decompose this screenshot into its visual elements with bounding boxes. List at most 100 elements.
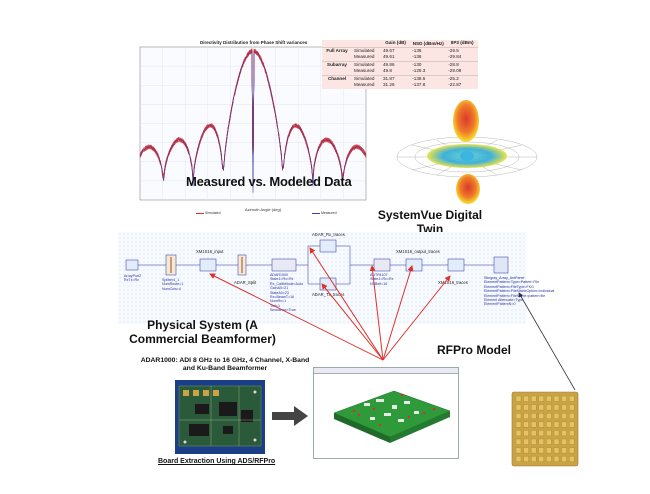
rfpro-window[interactable]: [313, 367, 459, 459]
antenna-patch: [523, 438, 529, 445]
block-line: NumCols=4: [162, 286, 181, 291]
antenna-patch: [569, 395, 575, 402]
table-cell-nsd: -130: [410, 60, 447, 68]
table-cell-group: [322, 68, 352, 75]
antenna-patch: [538, 455, 544, 462]
block-splitter[interactable]: Splitter4_1 NumRoute=1 NumCols=4: [162, 278, 183, 291]
table-cell-type: Measured: [354, 68, 375, 73]
antenna-patch: [546, 430, 552, 437]
antenna-patch: [515, 395, 522, 402]
antenna-patch: [546, 404, 552, 411]
antenna-patch: [553, 395, 560, 402]
antenna-patch: [538, 430, 544, 437]
antenna-patch: [538, 413, 544, 419]
antenna-patch: [561, 447, 567, 454]
antenna-patch: [553, 413, 560, 419]
table-row: Channel Simulated 31.87 -138.5 -25.2: [322, 74, 478, 82]
table-cell-type: Simulated: [352, 60, 381, 68]
antenna-patch: [561, 404, 567, 411]
table-row: Measured 31.26 -137.8 -22.87: [322, 82, 478, 89]
block-line: Element Attenuate=Type: [484, 298, 524, 303]
block-array-port[interactable]: ArrayPort2 RxTx=Rx: [124, 274, 141, 283]
table-cell-iip3: -29.84: [448, 54, 462, 59]
block-adar1000[interactable]: ADAR1000 State1=Rx=Rx Rx_CalibMode=Auto …: [270, 273, 303, 313]
pattern-main-lobe: [453, 100, 479, 142]
antenna-patch: [538, 421, 544, 428]
block-line: ElementPattern=Type=Pattern File: [484, 280, 540, 285]
pattern-center: [460, 151, 474, 161]
block-line: Splitter4_1: [162, 278, 180, 282]
antenna-patch: [538, 438, 544, 445]
rfpro-model-label: RFPro Model: [437, 343, 511, 357]
radiation-pattern-3d: [396, 100, 538, 204]
antenna-patch: [531, 438, 537, 445]
rfpro-3d-board: [333, 390, 451, 443]
block-line: ElementPattern=FileMatrixOption=Individu…: [484, 289, 555, 294]
table-cell-nsd: -136: [410, 46, 447, 54]
antenna-patch: [569, 421, 575, 428]
antenna-patch: [569, 438, 575, 445]
antenna-patch: [523, 395, 529, 402]
antenna-patch: [523, 404, 529, 411]
antenna-patch: [561, 413, 567, 419]
measured-vs-modeled-label: Measured vs. Modeled Data: [186, 174, 352, 189]
antenna-patch: [569, 430, 575, 437]
antenna-patch: [523, 455, 529, 462]
antenna-patch: [538, 404, 544, 411]
antenna-patch: [531, 447, 537, 454]
block-stingray-array[interactable]: Stingray_Array_AntPanel ElementPattern=T…: [484, 276, 554, 307]
block-line: ElementPattern=FileName=pattern file: [484, 293, 546, 298]
antenna-patch: [515, 430, 522, 437]
antenna-patch: [553, 438, 560, 445]
table-header: NSD (dBm/Hz): [412, 40, 444, 46]
block-adtr1107[interactable]: ADTR1107 State1=Rx=Rx NSBeit=16: [370, 273, 393, 286]
table-cell-group: Channel: [322, 74, 352, 82]
right-arrow-icon: [272, 406, 308, 426]
table-cell-iip3: -29.5: [446, 46, 478, 54]
table-cell-iip3: -22.87: [448, 82, 462, 87]
antenna-patch: [531, 395, 537, 402]
antenna-patch: [553, 421, 560, 428]
antenna-patch: [546, 413, 552, 419]
table-cell-group: Full Array: [322, 46, 352, 54]
chart-xlabel: Azimuth Angle (deg): [245, 207, 282, 212]
table-row: Measured 49.61 -136 -29.84: [322, 54, 478, 61]
table-cell-type: Measured: [354, 54, 375, 59]
block-line: ElementPatternN=0: [484, 302, 516, 307]
arrow-antenna-to-stingray: [518, 292, 576, 391]
rfpro-window-titlebar[interactable]: [314, 368, 458, 374]
antenna-patch: [538, 395, 544, 402]
antenna-patch: [569, 404, 575, 411]
table-cell-nsd: -137.8: [412, 82, 426, 87]
block-line: NSBeit=16: [370, 281, 388, 286]
legend-measured: Measured: [312, 211, 337, 215]
table-cell-gain: 49.86: [381, 60, 411, 68]
legend-swatch-measured: [312, 212, 320, 214]
antenna-patch: [561, 430, 567, 437]
table-cell-group: Subarray: [322, 60, 352, 68]
antenna-patch: [515, 421, 522, 428]
antenna-patch: [546, 455, 552, 462]
legend-label-simulated: Simulated: [204, 211, 221, 215]
table-row: Full Array Simulated 49.67 -136 -29.5: [322, 46, 478, 54]
table-row: Subarray Simulated 49.86 -130 -28.8: [322, 60, 478, 68]
antenna-patch: [531, 421, 537, 428]
results-table: Gain (dB) NSD (dBm/Hz) IIP3 (dBm) Full A…: [322, 40, 478, 89]
block-line: Smoothed=True: [270, 308, 296, 313]
table-header: IIP3 (dBm): [450, 40, 474, 45]
block-input-title: XM1S16_input: [196, 249, 224, 254]
systemvue-schematic: ArrayPort2 RxTx=Rx Splitter4_1 NumRoute=…: [118, 232, 554, 324]
antenna-patch: [523, 413, 529, 419]
antenna-patch: [523, 447, 529, 454]
table-header-row: Gain (dB) NSD (dBm/Hz) IIP3 (dBm): [322, 40, 478, 47]
block-line: RxTx=Rx: [124, 278, 139, 283]
table-row: Measured 49.8 -129.3 -29.09: [322, 68, 478, 75]
table-cell-iip3: -25.2: [446, 74, 478, 82]
antenna-patch: [531, 430, 537, 437]
antenna-patch: [546, 395, 552, 402]
antenna-array-tile: [511, 391, 579, 467]
table-cell-type: Simulated: [352, 46, 381, 54]
antenna-patch: [553, 404, 560, 411]
table-cell-iip3: -28.8: [446, 60, 478, 68]
board-photo: [175, 380, 265, 454]
